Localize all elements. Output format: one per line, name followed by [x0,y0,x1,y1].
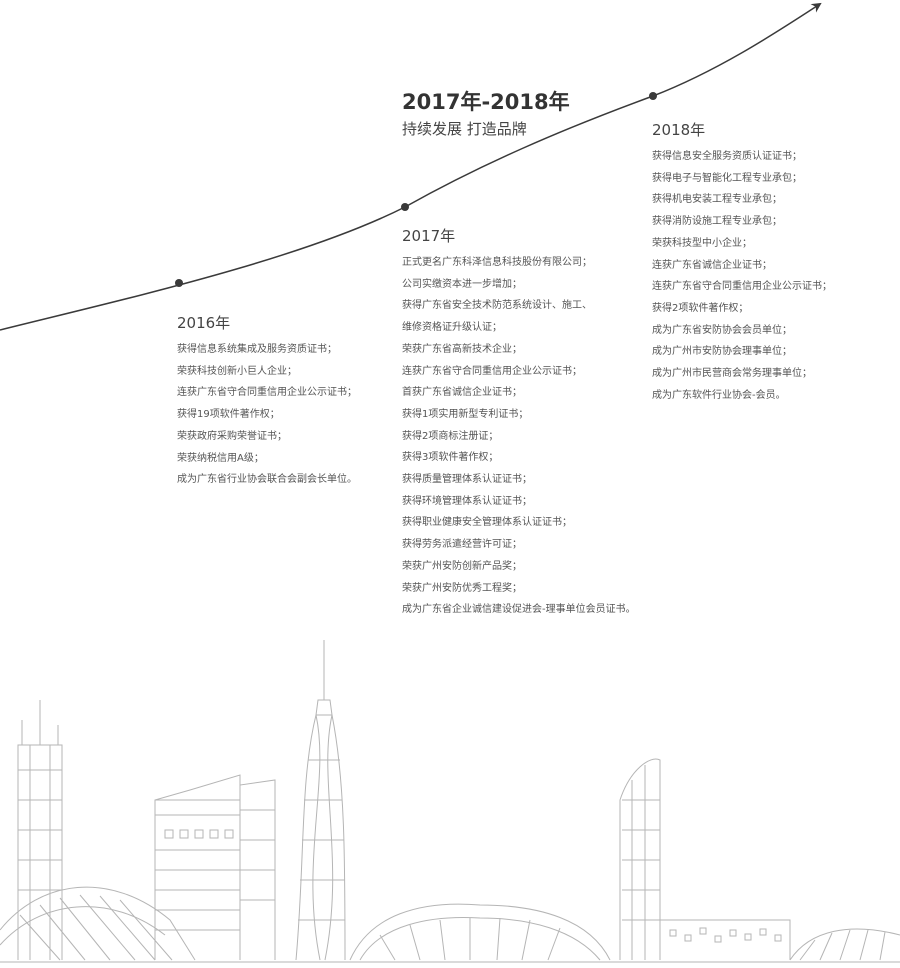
milestone-2018: 2018年 获得信息安全服务资质认证证书； 获得电子与智能化工程专业承包； 获得… [652,120,832,406]
city-skyline-illustration [0,640,900,963]
milestone-item: 获得信息安全服务资质认证证书； [652,151,802,162]
milestone-item: 荣获政府采购荣誉证书； [177,430,287,442]
milestone-2017: 2017年 正式更名广东科泽信息科技股份有限公司； 公司实缴资本进一步增加； 获… [402,226,636,621]
year-label: 2016年 [177,314,231,332]
milestone-item: 成为广东省安防协会会员单位； [652,324,792,336]
milestone-item: 荣获广东省高新技术企业； [402,343,522,355]
milestone-item: 荣获科技创新小巨人企业； [177,365,297,377]
period-heading: 2017年-2018年 持续发展 打造品牌 [402,88,570,139]
milestone-item: 维修资格证升级认证； [402,322,502,334]
milestone-item: 正式更名广东科泽信息科技股份有限公司； [402,257,592,268]
milestone-item: 成为广州市民营商会常务理事单位； [652,368,812,380]
milestone-item: 公司实缴资本进一步增加； [402,278,522,290]
milestone-item: 获得1项实用新型专利证书； [402,408,529,420]
milestone-item: 成为广东软件行业协会-会员。 [652,389,786,401]
milestone-item: 荣获科技型中小企业； [652,237,752,249]
milestone-item: 获得2项软件著作权； [652,302,749,314]
milestone-item: 获得电子与智能化工程专业承包； [652,172,802,184]
milestone-list: 获得信息安全服务资质认证证书； 获得电子与智能化工程专业承包； 获得机电安装工程… [652,146,832,406]
year-label: 2017年 [402,227,456,245]
milestone-2016: 2016年 获得信息系统集成及服务资质证书； 荣获科技创新小巨人企业； 连获广东… [177,313,357,491]
period-title: 2017年-2018年 [402,90,570,114]
milestone-item: 连获广东省守合同重信用企业公示证书； [177,387,357,399]
milestone-item: 首获广东省诚信企业证书； [402,387,522,399]
milestone-item: 获得2项商标注册证； [402,430,499,442]
milestone-item: 获得职业健康安全管理体系认证证书； [402,517,572,529]
milestone-list: 正式更名广东科泽信息科技股份有限公司； 公司实缴资本进一步增加； 获得广东省安全… [402,252,636,621]
timeline-dot-2016 [175,279,183,287]
milestone-item: 成为广州市安防协会理事单位； [652,346,792,358]
milestone-item: 获得19项软件著作权； [177,409,280,421]
milestone-item: 荣获广州安防创新产品奖； [402,560,522,572]
milestone-item: 获得质量管理体系认证证书； [402,474,532,486]
milestone-list: 获得信息系统集成及服务资质证书； 荣获科技创新小巨人企业； 连获广东省守合同重信… [177,339,357,491]
milestone-item: 连获广东省守合同重信用企业公示证书； [402,365,582,377]
year-label: 2018年 [652,121,706,139]
milestone-item: 获得消防设施工程专业承包； [652,216,782,228]
milestone-item: 获得信息系统集成及服务资质证书； [177,344,337,355]
milestone-item: 获得环境管理体系认证证书； [402,495,532,507]
milestone-item: 荣获纳税信用A级； [177,452,264,464]
milestone-item: 获得劳务派遣经营许可证； [402,539,522,551]
milestone-item: 获得广东省安全技术防范系统设计、施工、 [402,300,592,312]
timeline-dot-2018 [649,92,657,100]
milestone-item: 获得3项软件著作权； [402,452,499,464]
milestone-item: 获得机电安装工程专业承包； [652,194,782,206]
timeline-curve [0,2,822,331]
milestone-item: 成为广东省企业诚信建设促进会-理事单位会员证书。 [402,604,636,616]
milestone-item: 连获广东省守合同重信用企业公示证书； [652,281,832,293]
milestone-item: 连获广东省诚信企业证书； [652,259,772,271]
milestone-item: 荣获广州安防优秀工程奖； [402,582,522,594]
milestone-item: 成为广东省行业协会联合会副会长单位。 [177,474,357,486]
timeline-dot-2017 [401,203,409,211]
period-subtitle: 持续发展 打造品牌 [402,120,527,138]
